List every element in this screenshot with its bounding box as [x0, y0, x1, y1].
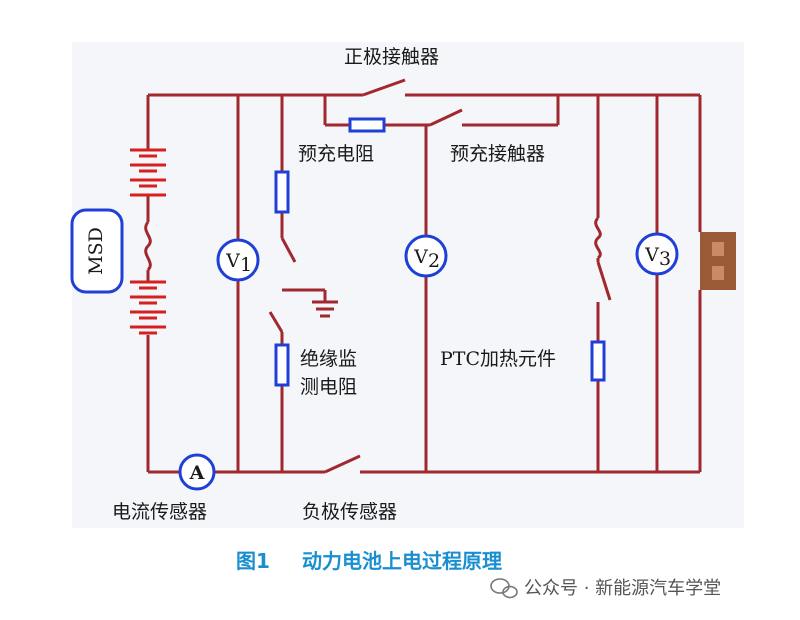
- ammeter: A: [178, 453, 216, 491]
- diagram-background: [72, 42, 744, 528]
- insulation-switch-lower: [268, 311, 284, 333]
- voltmeter-v1: V 1: [216, 238, 260, 282]
- figure-number: 图1: [236, 549, 270, 573]
- battery-lower: [130, 280, 166, 335]
- svg-text:A: A: [189, 462, 205, 484]
- insulation-resistor-lower: [274, 343, 290, 387]
- label-insulation-resistor-1: 绝缘监: [300, 348, 357, 370]
- svg-text:3: 3: [659, 248, 671, 270]
- negative-contactor-switch: [324, 454, 361, 474]
- insulation-resistor-upper: [274, 170, 290, 214]
- precharge-contactor-switch: [429, 108, 463, 127]
- ptc-switch: [596, 261, 612, 301]
- positive-contactor-switch: [362, 78, 406, 97]
- wiring: [146, 93, 702, 474]
- insulation-switch-upper: [280, 237, 297, 263]
- label-ptc-heater: PTC加热元件: [440, 348, 556, 370]
- watermark-text: 公众号 · 新能源汽车学堂: [524, 578, 721, 599]
- battery-upper: [130, 148, 166, 197]
- label-negative-sensor: 负极传感器: [302, 501, 397, 523]
- label-precharge-contactor: 预充接触器: [450, 143, 545, 165]
- svg-text:V: V: [644, 244, 659, 266]
- svg-text:1: 1: [240, 254, 252, 276]
- label-positive-contactor: 正极接触器: [344, 46, 439, 68]
- svg-text:2: 2: [428, 250, 440, 272]
- svg-text:V: V: [413, 246, 428, 268]
- msd-fuse: [144, 221, 152, 272]
- ptc-fuse: [594, 216, 602, 260]
- voltmeter-v2: V 2: [404, 234, 448, 278]
- ground-icon: [312, 300, 338, 318]
- svg-text:V: V: [225, 250, 240, 272]
- ptc-heater-resistor: [590, 340, 606, 382]
- label-current-sensor: 电流传感器: [112, 501, 207, 523]
- msd-label: MSD: [85, 227, 107, 275]
- precharge-resistor: [348, 117, 386, 133]
- msd-box: [70, 208, 124, 294]
- voltmeter-v3: V 3: [635, 232, 679, 276]
- figure-title: 动力电池上电过程原理: [302, 549, 502, 573]
- label-insulation-resistor-2: 测电阻: [300, 376, 357, 398]
- label-precharge-resistor: 预充电阻: [298, 143, 374, 165]
- switches: [268, 78, 612, 474]
- wechat-icon: [490, 578, 518, 599]
- connector-icon: [700, 232, 736, 290]
